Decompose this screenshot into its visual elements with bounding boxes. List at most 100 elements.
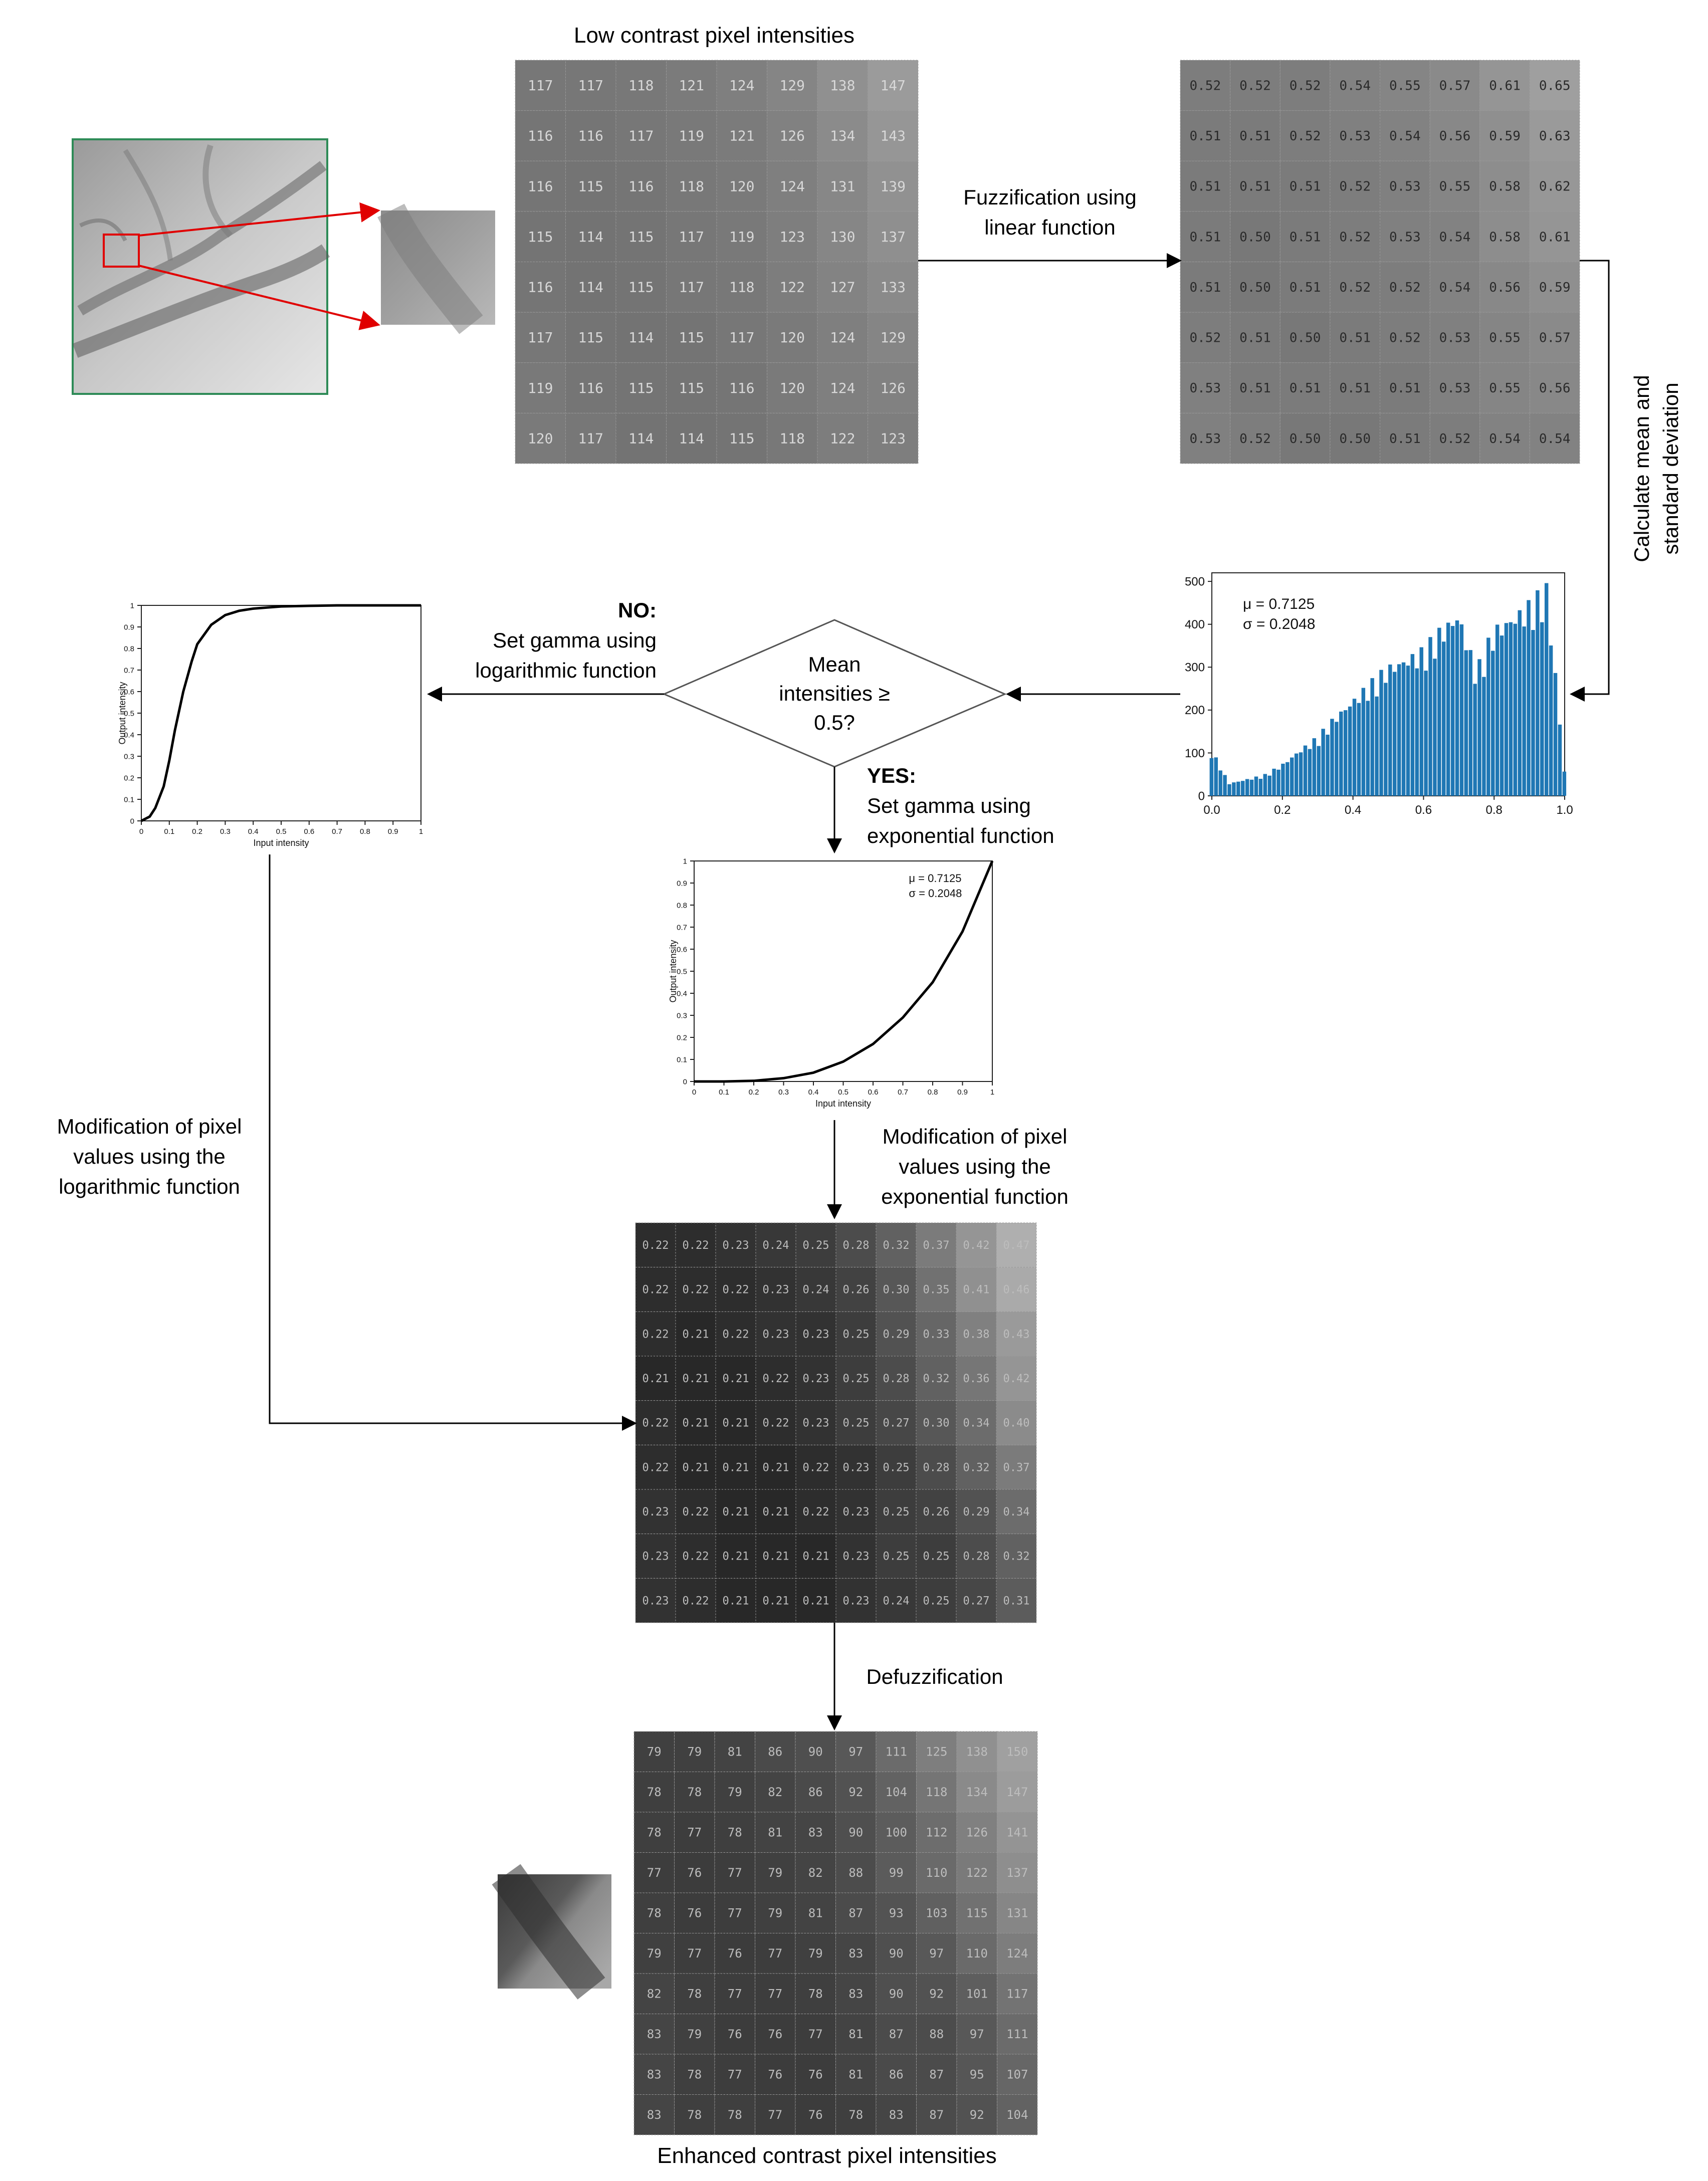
cell-value: 92 — [970, 2108, 984, 2122]
histogram-mu-annotation: μ = 0.7125 — [1243, 596, 1315, 612]
grid-cell — [1330, 362, 1380, 413]
grid-cell — [1429, 362, 1480, 413]
histogram-bar — [1553, 673, 1558, 796]
grid-cell — [1330, 110, 1380, 161]
x-tick-label: 0.2 — [1274, 803, 1291, 817]
zoom-arrow-top — [138, 202, 380, 237]
calc-label-line1: Calculate mean and — [1630, 375, 1653, 562]
grid-cell — [956, 1731, 997, 1772]
cell-value: 77 — [687, 1826, 702, 1840]
histogram-bar — [1441, 641, 1446, 796]
y-tick-label: 0.1 — [124, 795, 134, 804]
grid-cell — [1380, 262, 1430, 313]
cell-value: 126 — [880, 380, 906, 396]
cell-value: 0.51 — [1389, 431, 1421, 447]
cell-value: 76 — [808, 2068, 823, 2082]
histogram-bar — [1312, 738, 1317, 796]
cell-value: 90 — [889, 1946, 904, 1960]
cell-value: 0.55 — [1489, 381, 1521, 396]
cell-value: 0.38 — [963, 1328, 990, 1341]
cell-value: 0.23 — [843, 1595, 870, 1607]
histogram-bar — [1464, 650, 1468, 796]
grid-cell — [565, 412, 616, 464]
cell-value: 115 — [679, 329, 704, 346]
grid-cell — [755, 1222, 796, 1268]
grid-cell — [997, 2014, 1038, 2055]
cell-value: 0.25 — [923, 1595, 950, 1607]
cell-value: 0.22 — [643, 1239, 669, 1252]
histogram-bar — [1410, 654, 1415, 796]
grid-cell — [795, 1311, 836, 1357]
histogram-bar — [1303, 745, 1308, 796]
grid-cell — [716, 60, 767, 111]
cell-value: 0.30 — [923, 1417, 950, 1430]
series-line — [140, 604, 421, 822]
grid-cell — [956, 1267, 997, 1312]
grid-cell — [876, 1356, 917, 1401]
cell-value: 123 — [880, 430, 906, 447]
cell-value: 0.24 — [763, 1239, 789, 1252]
grid-cell — [956, 1973, 997, 2014]
grid-cell — [876, 1222, 917, 1268]
grid-cell — [1529, 160, 1580, 212]
cell-value: 120 — [729, 178, 755, 194]
cell-value: 88 — [848, 1866, 863, 1880]
cell-value: 0.50 — [1239, 230, 1271, 245]
grid-cell — [715, 1311, 756, 1357]
cell-value: 119 — [729, 229, 755, 245]
cell-value: 0.21 — [723, 1595, 749, 1607]
cell-value: 124 — [830, 380, 856, 396]
histogram-bar — [1468, 650, 1472, 796]
cell-value: 125 — [926, 1745, 947, 1759]
grid-cell — [1330, 312, 1380, 363]
cell-value: 0.51 — [1239, 331, 1271, 346]
histogram-bar — [1406, 666, 1410, 796]
mod-exp-line1: Modification of pixel — [883, 1125, 1068, 1148]
x-tick-label: 0.9 — [388, 827, 398, 836]
cell-value: 0.21 — [803, 1551, 829, 1563]
cell-value: 116 — [729, 380, 755, 396]
grid-cell — [615, 211, 667, 262]
grid-cell — [916, 1444, 957, 1490]
cell-value: 0.24 — [883, 1595, 910, 1607]
cell-value: 119 — [528, 380, 553, 396]
grid-cell — [715, 1400, 756, 1445]
cell-value: 124 — [830, 329, 856, 346]
grid-cell — [1279, 60, 1331, 111]
x-tick-label: 0.1 — [719, 1088, 729, 1097]
histogram-bar — [1218, 770, 1222, 796]
cell-value: 118 — [628, 77, 654, 94]
cell-value: 0.59 — [1489, 129, 1521, 144]
grid-cell — [817, 312, 868, 363]
cell-value: 87 — [848, 1906, 863, 1920]
cell-value: 95 — [970, 2068, 984, 2082]
y-tick-label: 0.7 — [677, 923, 687, 932]
grid-cell — [916, 1812, 957, 1853]
grid-cell — [916, 1222, 957, 1268]
cell-value: 141 — [1006, 1826, 1028, 1840]
cell-value: 0.52 — [1239, 78, 1271, 93]
grid-cell — [615, 60, 667, 111]
grid-cell — [1429, 160, 1480, 212]
cell-value: 0.21 — [723, 1551, 749, 1563]
grid-cell — [795, 1812, 836, 1853]
grid-cell — [666, 211, 717, 262]
cell-value: 114 — [628, 430, 654, 447]
histogram-bar — [1491, 650, 1495, 796]
grid-cell — [1230, 412, 1280, 464]
cell-value: 110 — [966, 1946, 988, 1960]
cell-value: 97 — [929, 1946, 944, 1960]
cell-value: 0.21 — [803, 1595, 829, 1607]
x-tick-label: 0.5 — [838, 1088, 848, 1097]
grid-cell — [615, 362, 667, 413]
histogram-bar — [1326, 734, 1330, 796]
cell-value: 83 — [808, 1826, 823, 1840]
grid-cell — [1529, 211, 1580, 262]
cell-value: 0.25 — [843, 1328, 870, 1341]
grid-cell — [1429, 312, 1480, 363]
histogram-bar — [1446, 622, 1450, 796]
grid-cell — [817, 211, 868, 262]
cell-value: 114 — [578, 279, 603, 296]
cell-value: 117 — [578, 77, 603, 94]
